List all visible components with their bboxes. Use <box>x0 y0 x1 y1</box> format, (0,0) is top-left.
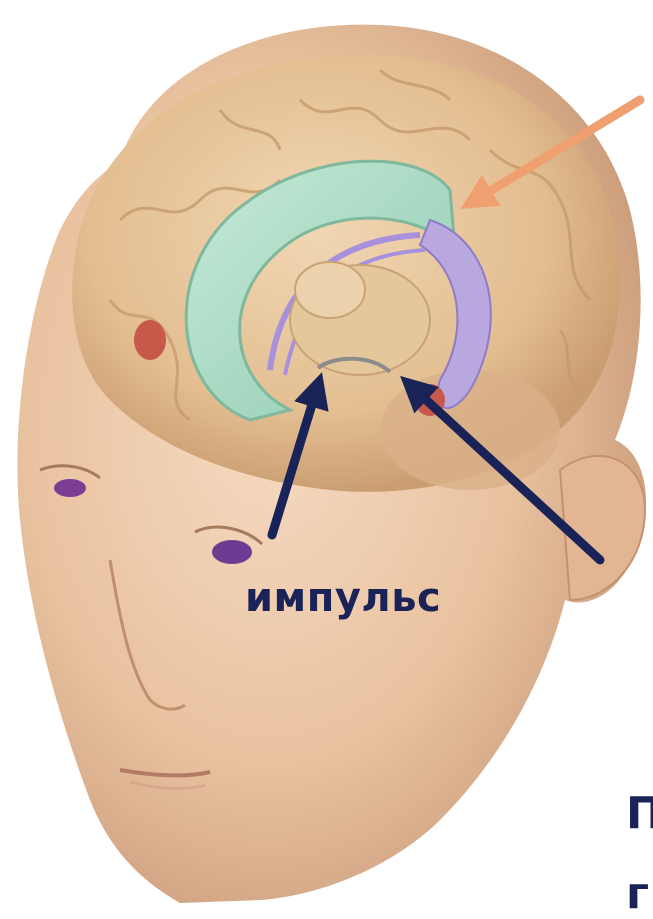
amygdala-left <box>134 320 166 360</box>
ear <box>560 456 645 600</box>
cut-off-label-fragment-2: г <box>626 868 649 919</box>
left-eye <box>54 479 86 497</box>
impulse-label: импульс <box>245 575 441 621</box>
right-eye <box>212 540 252 564</box>
cut-off-label-fragment-1: П <box>626 788 653 839</box>
